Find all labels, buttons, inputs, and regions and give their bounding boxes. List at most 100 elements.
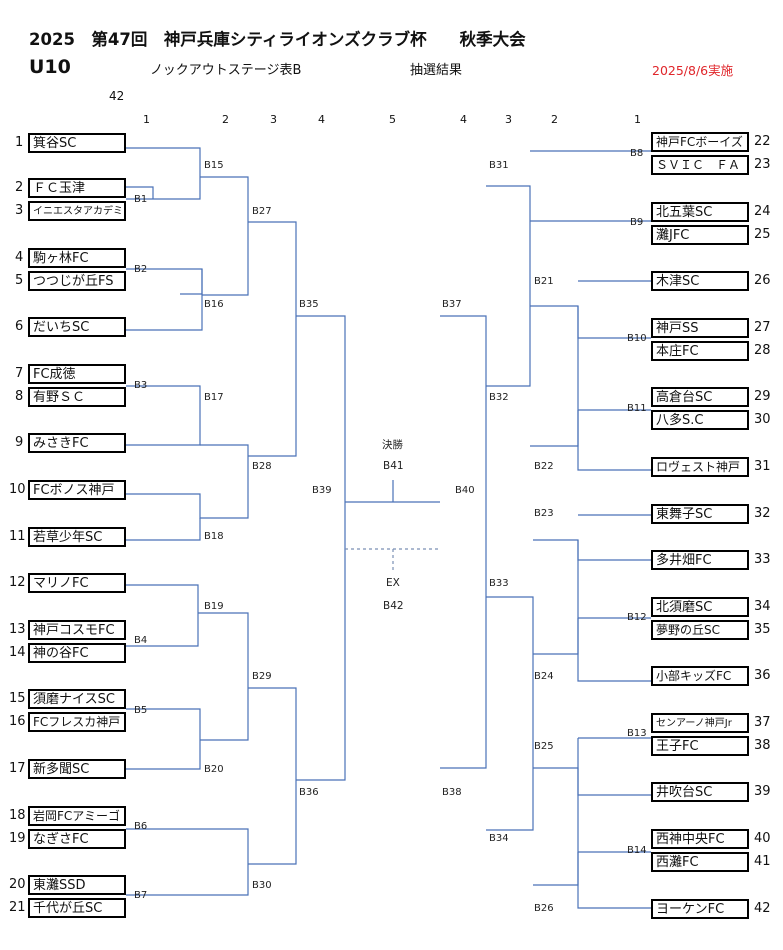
team-box: 神戸コスモFC (28, 620, 126, 640)
match-label: B6 (134, 821, 148, 832)
match-label: B2 (134, 264, 148, 275)
team-box: ロヴェスト神戸 (651, 457, 749, 477)
match-label: B27 (252, 206, 272, 217)
match-label: B32 (489, 392, 509, 403)
match-label: B1 (134, 194, 148, 205)
match-label: B25 (534, 741, 554, 752)
match-label: B8 (630, 148, 644, 159)
match-label: B26 (534, 903, 554, 914)
team-number: 15 (9, 691, 26, 706)
match-label: B9 (630, 217, 644, 228)
team-box: 木津SC (651, 271, 749, 291)
match-label: B19 (204, 601, 224, 612)
team-box: つつじが丘FS (28, 271, 126, 291)
match-label: B12 (627, 612, 647, 623)
team-box: 東舞子SC (651, 504, 749, 524)
team-number: 24 (754, 204, 771, 219)
match-label: B5 (134, 705, 148, 716)
team-number: 42 (754, 901, 771, 916)
match-label: B22 (534, 461, 554, 472)
team-number: 4 (15, 250, 24, 265)
team-count: 42 (109, 89, 125, 103)
team-number: 40 (754, 831, 771, 846)
team-box: 本庄FC (651, 341, 749, 361)
match-label: B34 (489, 833, 509, 844)
match-label: B35 (299, 299, 319, 310)
team-number: 41 (754, 854, 771, 869)
team-box: 神戸SS (651, 318, 749, 338)
team-number: 39 (754, 784, 771, 799)
match-label: B20 (204, 764, 224, 775)
match-label: B38 (442, 787, 462, 798)
match-label: B14 (627, 845, 647, 856)
match-label: B4 (134, 635, 148, 646)
match-label: B31 (489, 160, 509, 171)
page-title: 2025 第47回 神戸兵庫シティライオンズクラブ杯 秋季大会 (29, 30, 526, 49)
team-box: 王子FC (651, 736, 749, 756)
category-label: U10 (29, 56, 71, 78)
match-label: B40 (455, 485, 475, 496)
match-label: B13 (627, 728, 647, 739)
round-number: 3 (505, 113, 512, 126)
match-label: B37 (442, 299, 462, 310)
match-label: B10 (627, 333, 647, 344)
team-box: 新多聞SC (28, 759, 126, 779)
team-box: 高倉台SC (651, 387, 749, 407)
team-number: 22 (754, 134, 771, 149)
team-box: 有野ＳＣ (28, 387, 126, 407)
team-number: 27 (754, 320, 771, 335)
team-box: 北須磨SC (651, 597, 749, 617)
match-label: B33 (489, 578, 509, 589)
match-label: B29 (252, 671, 272, 682)
extra-match-code: B42 (383, 600, 404, 612)
team-number: 35 (754, 622, 771, 637)
team-box: 北五葉SC (651, 202, 749, 222)
round-number: 2 (551, 113, 558, 126)
team-number: 25 (754, 227, 771, 242)
team-box: FC成徳 (28, 364, 126, 384)
final-match-code: B41 (383, 460, 404, 472)
match-label: B11 (627, 403, 647, 414)
match-label: B18 (204, 531, 224, 542)
match-label: B21 (534, 276, 554, 287)
team-box: FCフレスカ神戸 (28, 712, 126, 732)
round-number: 1 (143, 113, 150, 126)
team-number: 31 (754, 459, 771, 474)
team-box: みさきFC (28, 433, 126, 453)
team-number: 5 (15, 273, 24, 288)
team-number: 13 (9, 622, 26, 637)
team-box: 駒ヶ林FC (28, 248, 126, 268)
team-box: 箕谷SC (28, 133, 126, 153)
round-number: 1 (634, 113, 641, 126)
team-box: 東灘SSD (28, 875, 126, 895)
team-number: 1 (15, 135, 24, 150)
team-number: 3 (15, 203, 24, 218)
team-box: 神の谷FC (28, 643, 126, 663)
match-label: B3 (134, 380, 148, 391)
team-box: 小部キッズFC (651, 666, 749, 686)
team-box: イニエスタアカデミー (28, 201, 126, 221)
team-number: 20 (9, 877, 26, 892)
team-number: 28 (754, 343, 771, 358)
round-number: 3 (270, 113, 277, 126)
team-box: 岩岡FCアミーゴ (28, 806, 126, 826)
team-box: マリノFC (28, 573, 126, 593)
team-box: 神戸FCボーイズ (651, 132, 749, 152)
team-number: 30 (754, 412, 771, 427)
stage-label: ノックアウトステージ表B (150, 63, 302, 78)
round-number: 2 (222, 113, 229, 126)
match-label: B7 (134, 890, 148, 901)
match-label: B24 (534, 671, 554, 682)
lottery-label: 抽選結果 (410, 63, 463, 78)
team-number: 33 (754, 552, 771, 567)
team-number: 11 (9, 529, 26, 544)
team-box: 千代が丘SC (28, 898, 126, 918)
final-label: 決勝 (382, 439, 403, 451)
team-number: 23 (754, 157, 771, 172)
team-number: 7 (15, 366, 24, 381)
team-box: 灘JFC (651, 225, 749, 245)
team-box: ヨーケンFC (651, 899, 749, 919)
team-box: センアーノ神戸Jr (651, 713, 749, 733)
team-box: なぎさFC (28, 829, 126, 849)
